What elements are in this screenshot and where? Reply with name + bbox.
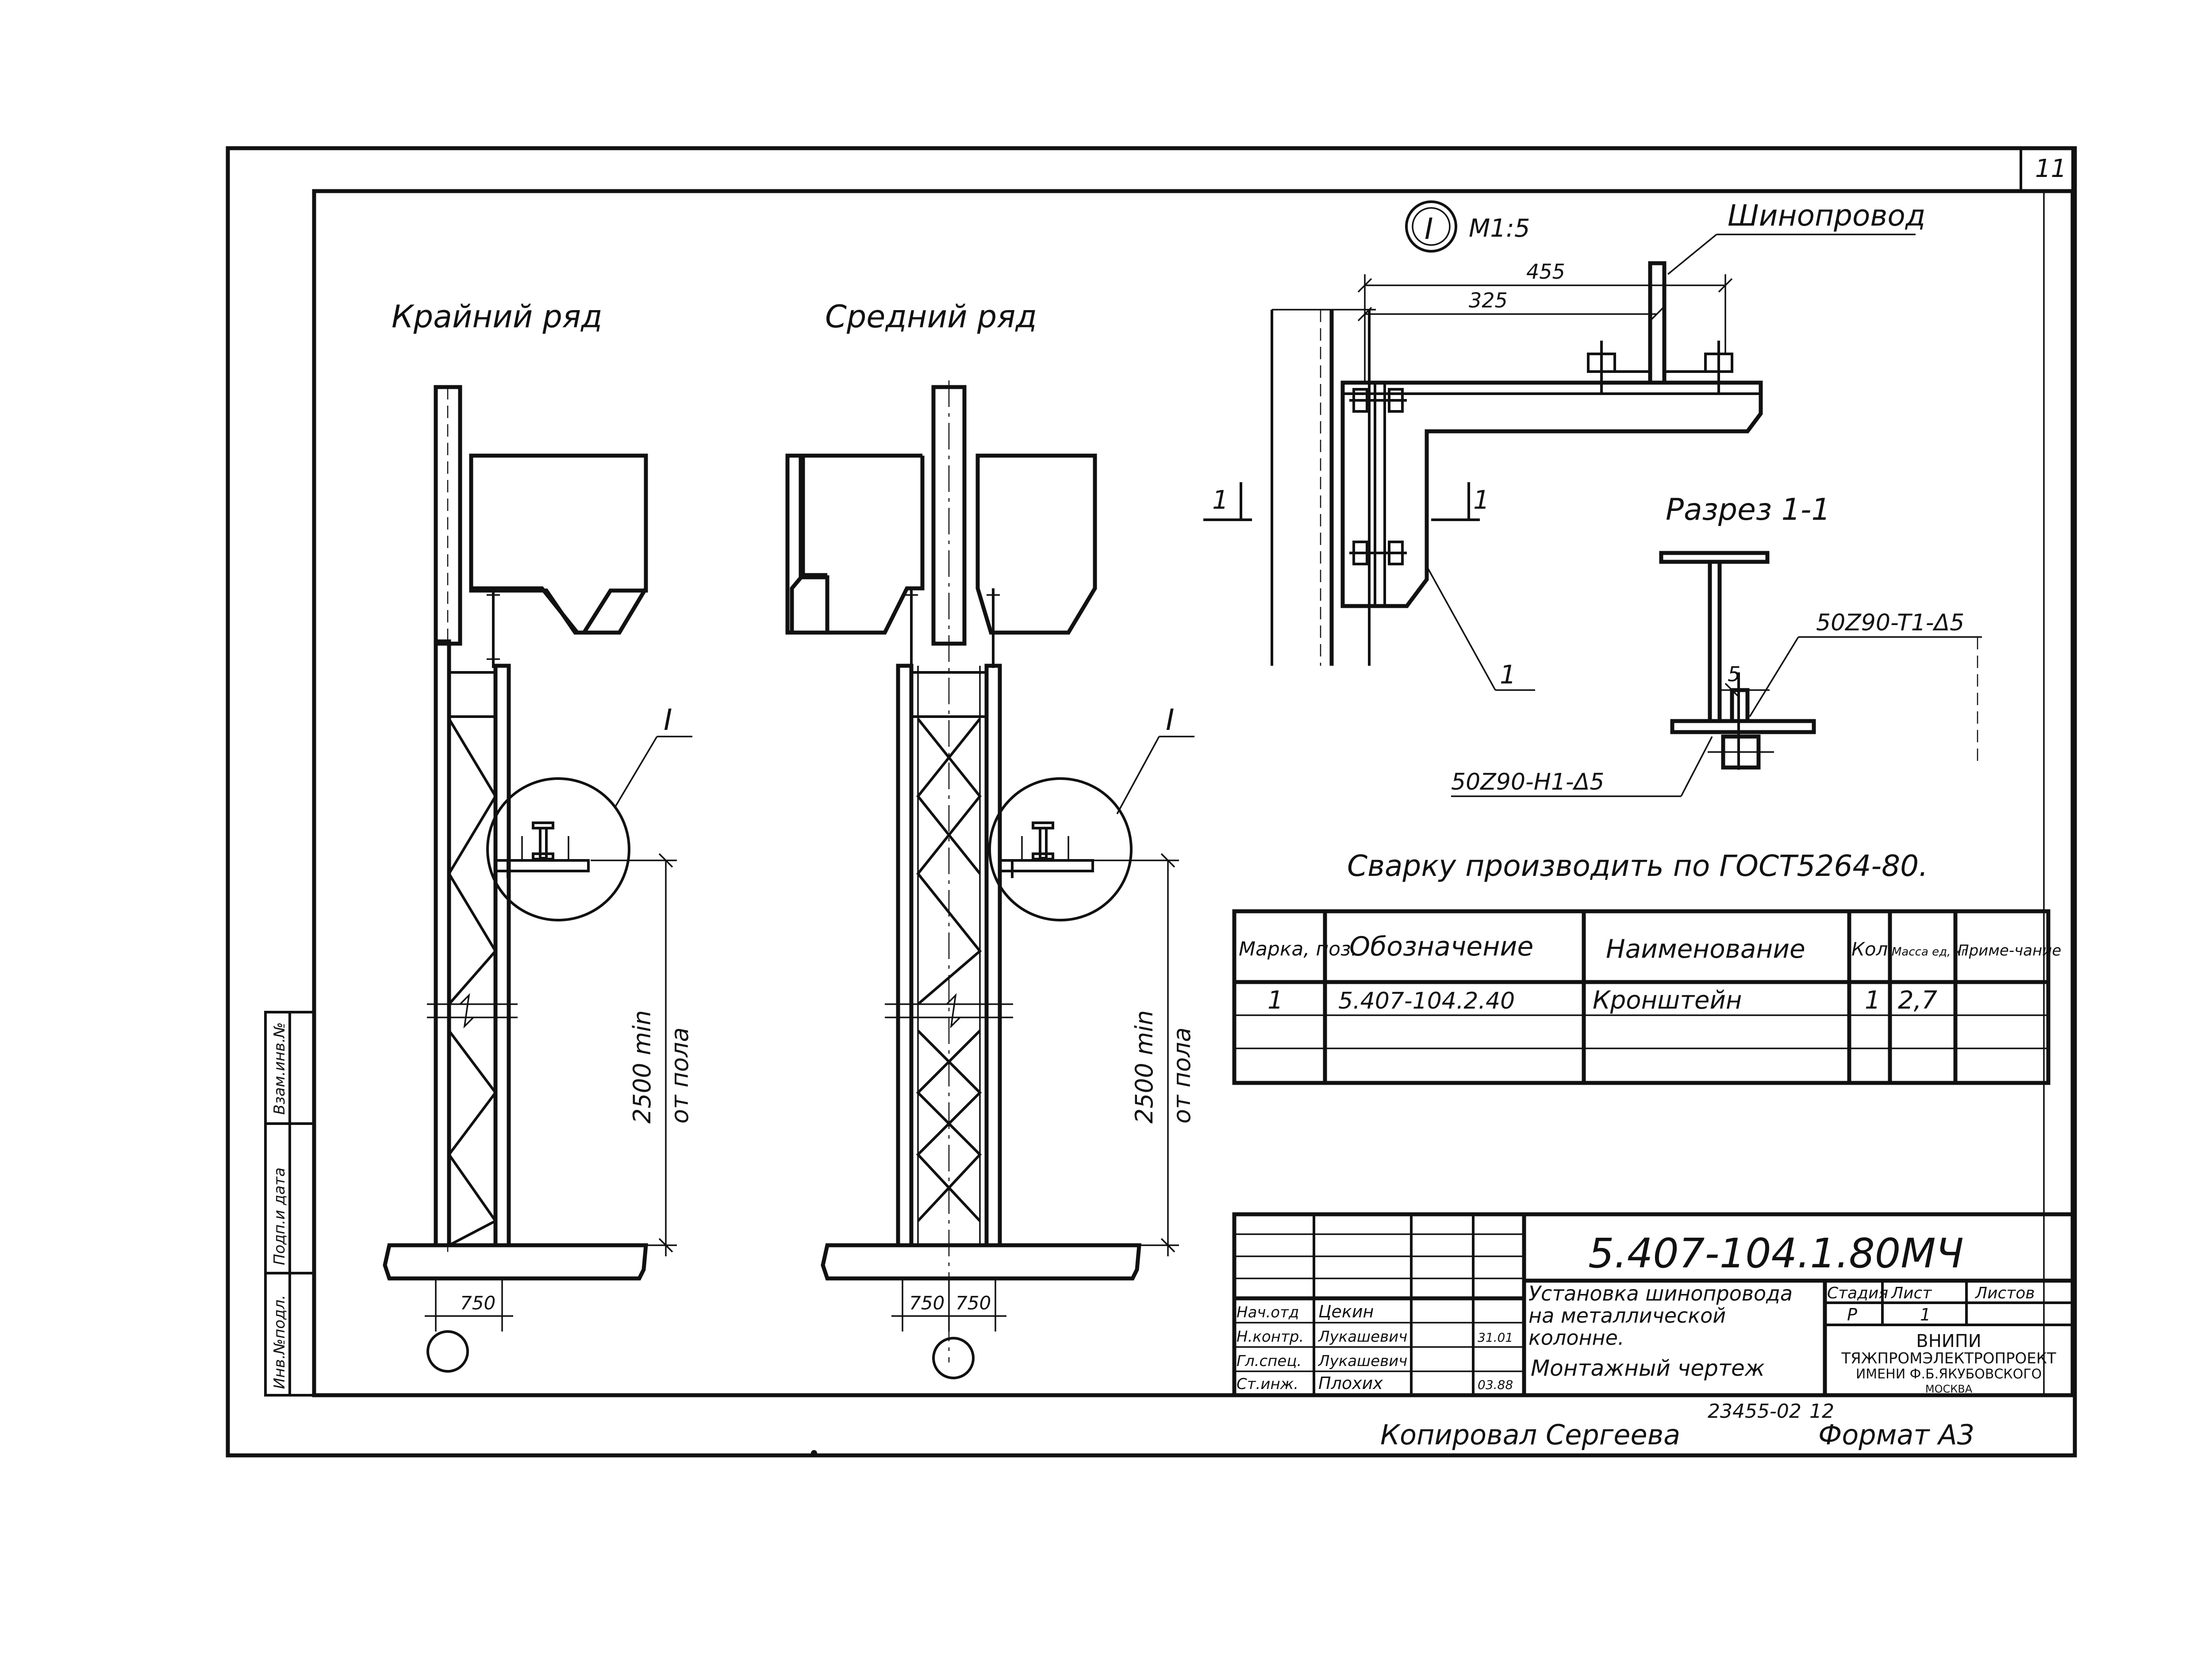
staff-role-2: Н.контр. (1237, 1328, 1304, 1346)
middle-height-dim: 2500 min (1130, 1010, 1158, 1124)
spec-row-1-qty: 1 (1865, 986, 1881, 1015)
spec-header-mark: Марка, поз. (1239, 938, 1357, 960)
middle-row-view (785, 380, 1194, 1379)
detail-callout-scale: M1:5 (1469, 214, 1530, 243)
title-block-title-line2: на металлической (1528, 1304, 1726, 1328)
dim-outer: 455 (1526, 260, 1565, 284)
detail-callout-mark: I (1425, 212, 1433, 246)
punch-dot (811, 1450, 817, 1456)
weld-bottom-label: 50Z90-H1-Δ5 (1451, 769, 1604, 795)
spec-header-designation: Обозначение (1349, 931, 1533, 962)
paper-format: Формат А3 (1818, 1419, 1974, 1451)
welding-note: Сварку производить по ГОСТ5264-80. (1347, 849, 1928, 883)
middle-offset-dim-right: 750 (956, 1292, 991, 1314)
org-line-1: ВНИПИ (1916, 1331, 1981, 1351)
archive-number: 23455-02 (1708, 1400, 1801, 1423)
weld-gap-label: 5 (1728, 662, 1740, 686)
spec-row-1-designation: 5.407-104.2.40 (1338, 988, 1515, 1014)
position-mark: 1 (1500, 660, 1516, 690)
staff-name-4: Плохих (1318, 1374, 1383, 1393)
org-line-4: МОСКВА (1925, 1383, 1973, 1395)
busbar-label: Шинопровод (1728, 199, 1925, 233)
section-mark-right: 1 (1473, 485, 1490, 515)
middle-offset-dim-left: 750 (909, 1292, 945, 1314)
outer-row-title: Крайний ряд (392, 299, 602, 335)
copied-by: Копировал Сергеева (1380, 1419, 1680, 1451)
spec-table-grid (1232, 909, 2051, 1085)
detail-callout (1405, 200, 1457, 253)
spec-header-qty: Кол (1851, 938, 1888, 960)
outer-detail-mark: I (664, 703, 672, 737)
side-stamp-replaced-inv: Взам.инв.№ (271, 1022, 288, 1115)
staff-name-3: Лукашевич (1317, 1352, 1407, 1370)
sheet-number: 11 (2035, 154, 2066, 183)
spec-row-1-mark: 1 (1267, 986, 1283, 1015)
archive-sheet: 12 (1809, 1400, 1834, 1423)
side-stamp (264, 1011, 315, 1397)
title-block-stage-header: Стадия (1827, 1284, 1888, 1302)
spec-row-1-mass: 2,7 (1898, 986, 1937, 1015)
title-block-grid (1232, 1212, 2075, 1397)
staff-date-4: 03.88 (1478, 1378, 1513, 1392)
bracket-detail (1203, 234, 1916, 691)
section-title: Разрез 1-1 (1666, 492, 1831, 527)
sheet-frame (226, 146, 2077, 1458)
dim-inner: 325 (1469, 288, 1508, 312)
section-mark-left: 1 (1212, 485, 1229, 515)
org-line-2: ТЯЖПРОМЭЛЕКТРОПРОЕКТ (1841, 1350, 2056, 1367)
staff-date-2: 31.01 (1478, 1330, 1513, 1345)
title-block-title-line3: колонне. (1528, 1326, 1624, 1350)
section-1-1 (1451, 551, 1982, 797)
side-stamp-inv-no: Инв.№подл. (271, 1295, 288, 1389)
title-block-title-line1: Установка шинопровода (1528, 1282, 1793, 1305)
middle-height-note: от пола (1168, 1027, 1196, 1124)
title-block-stage-value: Р (1847, 1305, 1857, 1324)
spec-header-note: Приме-чание (1958, 942, 2061, 959)
middle-row-title: Средний ряд (825, 299, 1037, 335)
title-block-sheet-value: 1 (1920, 1305, 1931, 1324)
org-line-3: ИМЕНИ Ф.Б.ЯКУБОВСКОГО (1856, 1366, 2042, 1382)
staff-name-2: Лукашевич (1317, 1328, 1407, 1346)
spec-row-1-name: Кронштейн (1593, 986, 1742, 1015)
title-block-doc-type: Монтажный чертеж (1531, 1355, 1765, 1381)
outer-row-view (383, 385, 692, 1373)
outer-height-dim: 2500 min (628, 1010, 656, 1124)
staff-role-1: Нач.отд (1237, 1304, 1299, 1321)
spec-header-name: Наименование (1606, 934, 1805, 964)
title-block-sheets-header: Листов (1974, 1284, 2035, 1302)
outer-height-note: от пола (666, 1027, 694, 1124)
staff-name-1: Цекин (1318, 1302, 1374, 1321)
weld-top-label: 50Z90-T1-Δ5 (1816, 610, 1964, 636)
staff-role-3: Гл.спец. (1237, 1352, 1302, 1370)
side-stamp-sign-date: Подп.и дата (271, 1167, 288, 1265)
title-block-sheet-header: Лист (1890, 1284, 1932, 1302)
middle-detail-mark: I (1166, 703, 1174, 737)
outer-offset-dim: 750 (460, 1292, 495, 1314)
staff-role-4: Ст.инж. (1237, 1375, 1298, 1393)
spec-header-mass: Масса ед, кг (1892, 945, 1967, 959)
title-block-code: 5.407-104.1.80МЧ (1588, 1230, 1964, 1277)
